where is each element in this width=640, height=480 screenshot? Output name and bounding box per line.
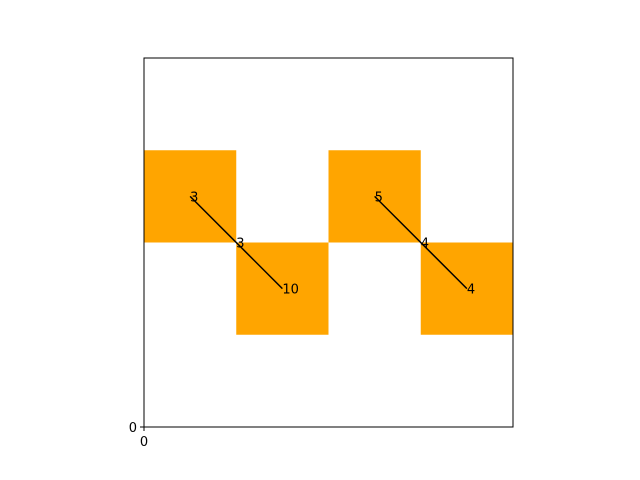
point-label: 4 (467, 283, 475, 298)
line-0 (189, 195, 283, 290)
axes-frame (143, 57, 514, 428)
point-label: 3 (236, 237, 244, 252)
plot-area: 3 3 10 5 4 4 00 (129, 57, 514, 450)
x-tick-label: 0 (140, 435, 148, 450)
point-label: 4 (421, 237, 429, 252)
point-label: 10 (282, 283, 299, 298)
point-label: 3 (190, 190, 198, 205)
line-1 (374, 195, 468, 290)
y-tick-label: 0 (129, 421, 137, 436)
point-label: 5 (375, 190, 383, 205)
